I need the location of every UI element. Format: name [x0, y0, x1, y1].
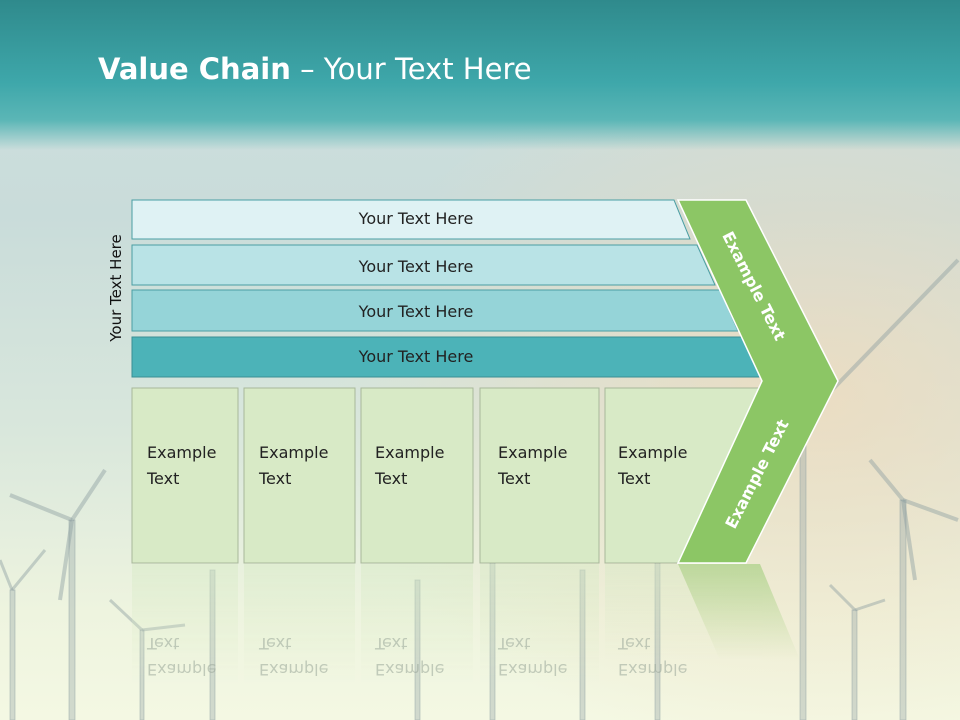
column-1-line1: Example: [147, 443, 217, 462]
column-2-reflection: Example Text: [259, 630, 359, 682]
column-3-reflection-line2: Text: [375, 634, 408, 653]
page-title: Value Chain – Your Text Here: [98, 52, 532, 86]
column-3-line1: Example: [375, 443, 445, 462]
bar-1-label: Your Text Here: [358, 209, 474, 228]
column-2[interactable]: [243, 387, 356, 564]
bar-1[interactable]: [131, 199, 691, 240]
column-4-reflection-line2: Text: [498, 634, 531, 653]
column-4-reflection: Example Text: [498, 630, 598, 682]
column-5-reflection-line2: Text: [618, 634, 651, 653]
column-3[interactable]: [360, 387, 474, 564]
column-1[interactable]: [131, 387, 239, 564]
bar-3-label: Your Text Here: [358, 302, 474, 321]
bar-2-label: Your Text Here: [358, 257, 474, 276]
column-1-line2: Text: [147, 469, 180, 488]
column-2-line2: Text: [259, 469, 292, 488]
column-4-line1: Example: [498, 443, 568, 462]
title-bold: Value Chain: [98, 52, 291, 86]
column-3-reflection-line1: Example: [375, 660, 445, 679]
title-band: [0, 0, 960, 150]
column-5-line2: Text: [618, 469, 651, 488]
column-5-reflection: Example Text: [618, 630, 718, 682]
title-rest: – Your Text Here: [290, 52, 532, 86]
column-4-reflection-line1: Example: [498, 660, 568, 679]
column-2-line1: Example: [259, 443, 329, 462]
column-5-line1: Example: [618, 443, 688, 462]
column-2-reflection-line1: Example: [259, 660, 329, 679]
column-1-reflection-line1: Example: [147, 660, 217, 679]
columns-reflection: [132, 564, 800, 684]
bar-4-label: Your Text Here: [358, 347, 474, 366]
column-1-reflection-line2: Text: [147, 634, 180, 653]
column-3-reflection: Example Text: [375, 630, 475, 682]
column-4[interactable]: [479, 387, 600, 564]
bar-2[interactable]: [131, 244, 716, 286]
column-3-line2: Text: [375, 469, 408, 488]
column-5-reflection-line1: Example: [618, 660, 688, 679]
column-4-line2: Text: [498, 469, 531, 488]
column-1-reflection: Example Text: [147, 630, 247, 682]
chevron-arrow[interactable]: [676, 199, 839, 564]
column-2-reflection-line2: Text: [259, 634, 292, 653]
